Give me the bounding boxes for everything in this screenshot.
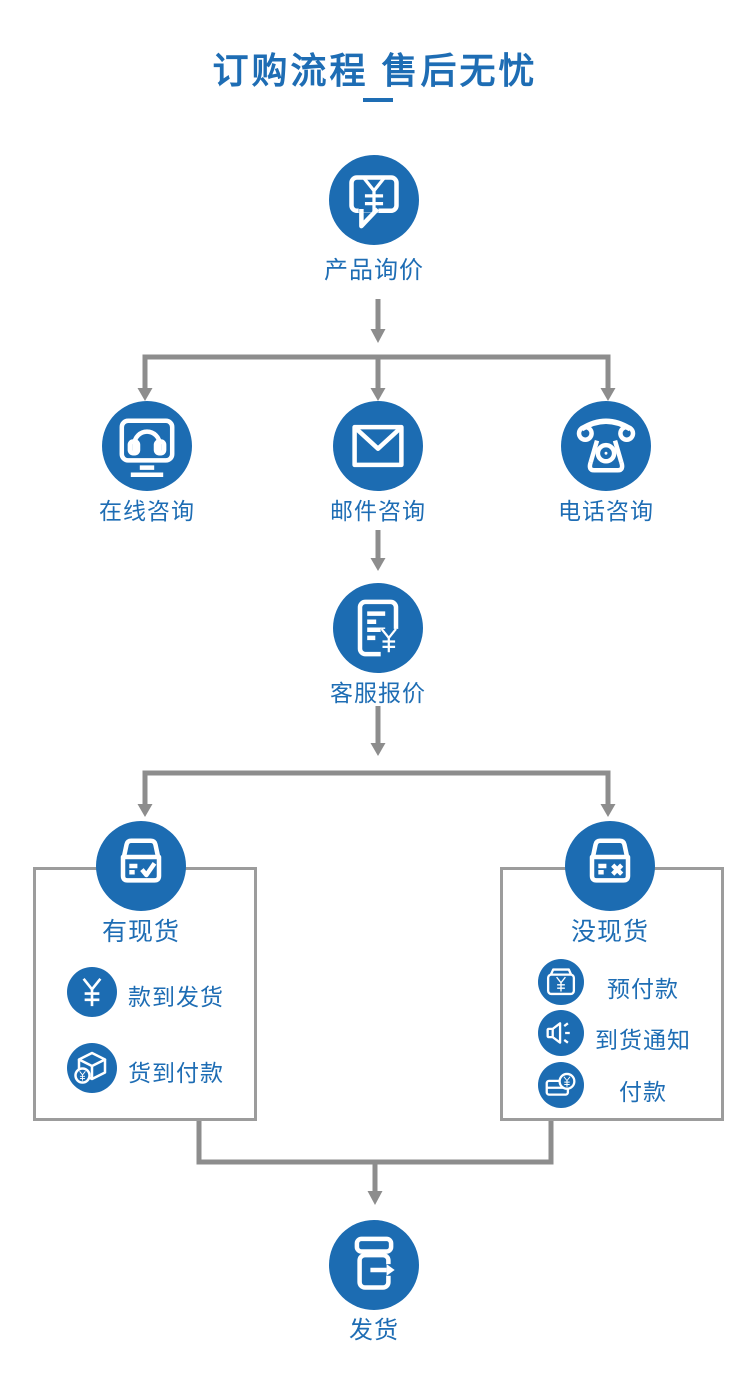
node-email-consult xyxy=(333,401,423,491)
arrowheads xyxy=(137,329,616,1205)
merge-to-ship xyxy=(196,1118,554,1192)
loudspeaker-icon xyxy=(546,1022,570,1044)
label-phone-consult: 电话咨询 xyxy=(558,498,654,524)
node-product-inquiry xyxy=(329,155,419,245)
icon-payment xyxy=(538,1062,584,1108)
yen-circle-icon xyxy=(82,978,102,1007)
node-ship xyxy=(329,1220,419,1310)
label-pay-then-ship: 款到发货 xyxy=(128,984,224,1010)
yen-glyph xyxy=(556,976,566,992)
label-ship: 发货 xyxy=(349,1317,399,1344)
title-underline xyxy=(363,98,393,102)
page-title: 订购流程 售后无忧 xyxy=(212,50,538,91)
icon-pay-then-ship xyxy=(67,967,117,1017)
connector-strokes xyxy=(142,299,611,1192)
node-online-consult xyxy=(102,401,192,491)
node-service-quote xyxy=(333,583,423,673)
label-service-quote: 客服报价 xyxy=(330,680,426,706)
envelope-icon xyxy=(352,424,404,468)
icon-prepayment xyxy=(538,959,584,1005)
yen-glyph xyxy=(79,1071,86,1081)
label-cash-on-delivery: 货到付款 xyxy=(128,1060,224,1086)
label-arrival-notice: 到货通知 xyxy=(595,1027,691,1053)
yen-glyph xyxy=(563,1076,571,1087)
wallet-yen-icon xyxy=(546,968,576,996)
card-yen-icon xyxy=(545,1072,576,1096)
node-phone-consult xyxy=(561,401,651,491)
label-out-of-stock: 没现货 xyxy=(570,918,649,946)
telephone-icon xyxy=(576,418,636,473)
shipping-box-arrow-icon xyxy=(354,1236,395,1290)
yen-glyph xyxy=(82,978,102,1007)
icon-arrival-notice xyxy=(538,1010,584,1056)
icon-cash-on-delivery xyxy=(67,1043,117,1093)
label-product-inquiry: 产品询价 xyxy=(324,257,424,284)
label-email-consult: 邮件咨询 xyxy=(330,498,426,524)
speech-bubble-yen-icon xyxy=(349,175,399,229)
branch-channels xyxy=(142,354,611,388)
cube-yen-icon xyxy=(74,1051,107,1084)
label-prepayment: 预付款 xyxy=(607,976,679,1002)
label-in-stock: 有现货 xyxy=(101,918,180,946)
label-online-consult: 在线咨询 xyxy=(99,498,195,524)
branch-stock xyxy=(142,770,611,805)
bubble-tail-mask xyxy=(358,207,379,213)
storage-box-check-icon xyxy=(120,838,162,883)
monitor-headset-icon xyxy=(119,418,175,478)
invoice-yen-icon xyxy=(357,599,405,659)
arrow-head xyxy=(386,1264,395,1276)
node-in-stock xyxy=(96,821,186,911)
yen-glyph xyxy=(380,628,397,653)
label-payment: 付款 xyxy=(619,1079,667,1105)
node-out-of-stock xyxy=(565,821,655,911)
storage-box-cross-icon xyxy=(589,838,631,883)
yen-glyph xyxy=(362,176,386,212)
